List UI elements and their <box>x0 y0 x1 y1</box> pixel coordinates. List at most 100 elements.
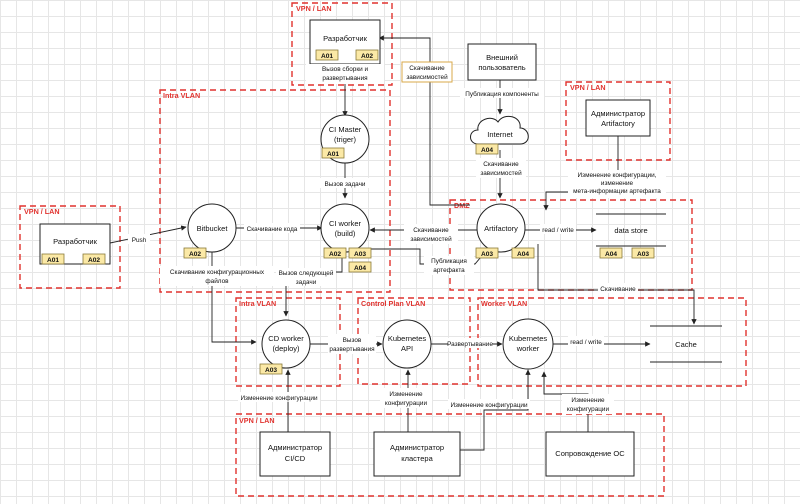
badge-artifactory-b: A04 <box>511 247 535 259</box>
label-component-publish: Публикация компоненты <box>460 88 544 98</box>
svg-text:конфигурации: конфигурации <box>385 400 428 407</box>
label-next-task-call: Вызов следующей задачи <box>276 268 336 286</box>
label-config-files-download: Скачивание конфигурационных файлов <box>160 266 274 286</box>
label-config-change-art: Изменение конфигурации, изменение мета-и… <box>568 170 666 198</box>
svg-text:мета-информации артефакта: мета-информации артефакта <box>573 188 661 195</box>
label-read-write-store: read / write <box>540 224 576 234</box>
edge-config-files-download <box>211 250 257 345</box>
svg-text:Изменение конфигурации: Изменение конфигурации <box>240 395 318 402</box>
svg-text:CI Master: CI Master <box>329 125 362 134</box>
zone-intra-main: Intra VLAN <box>159 89 391 293</box>
svg-text:A01: A01 <box>321 53 333 60</box>
label-config-change-os: Изменение конфигурации <box>562 394 614 414</box>
svg-text:DMZ: DMZ <box>454 201 470 210</box>
svg-text:кластера: кластера <box>401 454 433 463</box>
svg-text:Изменение конфигурации,: Изменение конфигурации, <box>578 172 657 179</box>
zone-vpn-left: VPN / LAN <box>19 205 121 289</box>
svg-text:Внешний: Внешний <box>486 53 518 62</box>
svg-text:Вызов сборки и: Вызов сборки и <box>322 65 369 73</box>
svg-text:A04: A04 <box>517 251 529 258</box>
svg-text:Администратор: Администратор <box>591 109 645 118</box>
svg-text:A01: A01 <box>327 151 339 158</box>
node-artifactory: Artifactory <box>476 203 526 253</box>
svg-text:A04: A04 <box>605 251 617 258</box>
svg-text:Администратор: Администратор <box>390 443 444 452</box>
svg-text:Kubernetes: Kubernetes <box>509 334 548 343</box>
zone-vpn-bottom: VPN / LAN <box>235 413 665 497</box>
badge-internet: A04 <box>475 143 499 155</box>
node-cd-worker: CD worker (deploy) <box>261 319 311 369</box>
svg-text:задачи: задачи <box>296 279 317 286</box>
svg-text:A03: A03 <box>354 251 366 258</box>
node-admin-artifactory: Администратор Artifactory <box>585 99 651 137</box>
svg-text:A02: A02 <box>88 257 100 264</box>
svg-text:A03: A03 <box>481 251 493 258</box>
node-internet-cloud: Internet <box>470 115 529 145</box>
edge-config-change-worker <box>460 369 531 451</box>
svg-text:Изменение конфигурации: Изменение конфигурации <box>450 402 528 409</box>
svg-text:Скачивание кода: Скачивание кода <box>247 226 298 233</box>
edge-labels: Вызов сборки и развертывания Скачивание … <box>128 61 666 414</box>
badge-ci-worker-c: A04 <box>348 261 372 273</box>
svg-text:Публикация компоненты: Публикация компоненты <box>465 90 539 98</box>
svg-text:A03: A03 <box>637 251 649 258</box>
label-code-download: Скачивание кода <box>244 223 300 233</box>
svg-text:Artifactory: Artifactory <box>601 119 635 128</box>
svg-text:файлов: файлов <box>205 277 229 285</box>
svg-text:data store: data store <box>614 226 647 235</box>
badge-ci-worker-b: A03 <box>348 247 372 259</box>
label-deps-download-top: Скачивание зависимостей <box>401 61 453 83</box>
svg-text:зависимостей: зависимостей <box>410 235 452 243</box>
svg-text:VPN / LAN: VPN / LAN <box>570 83 606 92</box>
svg-text:Artifactory: Artifactory <box>484 224 518 233</box>
svg-text:Скачивание: Скачивание <box>600 286 636 293</box>
svg-text:A04: A04 <box>354 265 366 272</box>
svg-text:Скачивание конфигурационных: Скачивание конфигурационных <box>170 269 265 276</box>
svg-text:Вызов следующей: Вызов следующей <box>279 269 334 277</box>
svg-text:Вызов задачи: Вызов задачи <box>325 181 366 188</box>
svg-text:Kubernetes: Kubernetes <box>388 334 427 343</box>
svg-text:Разработчик: Разработчик <box>53 237 97 246</box>
svg-text:A02: A02 <box>329 251 341 258</box>
badge-ci-master: A01 <box>321 147 345 159</box>
svg-text:CI worker: CI worker <box>329 219 362 228</box>
label-deps-download-ci: Скачивание зависимостей <box>404 224 458 244</box>
svg-text:Cache: Cache <box>675 340 697 349</box>
label-artifact-publish: Публикация артефакта <box>424 256 474 275</box>
label-deploy: Развертывание <box>447 338 493 348</box>
svg-text:Intra VLAN: Intra VLAN <box>163 91 200 100</box>
svg-text:read / write: read / write <box>570 339 602 346</box>
svg-text:Push: Push <box>132 237 147 244</box>
badge-datastore-b: A03 <box>631 247 655 259</box>
svg-text:Изменение: Изменение <box>571 397 605 404</box>
edge-artifact-publish <box>370 248 487 265</box>
svg-text:зависимостей: зависимостей <box>406 73 448 81</box>
svg-text:Разработчик: Разработчик <box>323 34 367 43</box>
svg-text:VPN / LAN: VPN / LAN <box>24 207 60 216</box>
label-push: Push <box>128 234 150 244</box>
label-read-write-cache: read / write <box>568 336 604 346</box>
svg-text:изменение: изменение <box>601 180 634 187</box>
zone-vpn-top: VPN / LAN <box>291 2 393 86</box>
label-deps-download-internet: Скачивание зависимостей <box>476 158 526 178</box>
svg-text:read / write: read / write <box>542 227 574 234</box>
node-cache: Cache <box>650 325 722 363</box>
svg-text:Worker VLAN: Worker VLAN <box>481 299 527 308</box>
svg-text:A01: A01 <box>47 257 59 264</box>
label-deploy-call: Вызов развертывания <box>328 334 376 354</box>
node-admin-cicd: Администратор CI/CD <box>259 431 331 477</box>
svg-text:CD worker: CD worker <box>268 334 304 343</box>
svg-text:Bitbucket: Bitbucket <box>197 224 229 233</box>
svg-text:развертывания: развертывания <box>322 75 368 82</box>
svg-text:Сопровождение ОС: Сопровождение ОС <box>555 449 625 458</box>
svg-text:конфигурации: конфигурации <box>567 406 610 413</box>
node-ci-worker: CI worker (build) <box>320 203 370 253</box>
svg-text:Изменение: Изменение <box>389 391 423 398</box>
svg-text:развертывания: развертывания <box>329 346 375 353</box>
svg-text:CI/CD: CI/CD <box>285 454 306 463</box>
svg-text:(build): (build) <box>335 229 356 238</box>
node-os-support: Сопровождение ОС <box>545 431 635 477</box>
svg-text:A03: A03 <box>265 367 277 374</box>
